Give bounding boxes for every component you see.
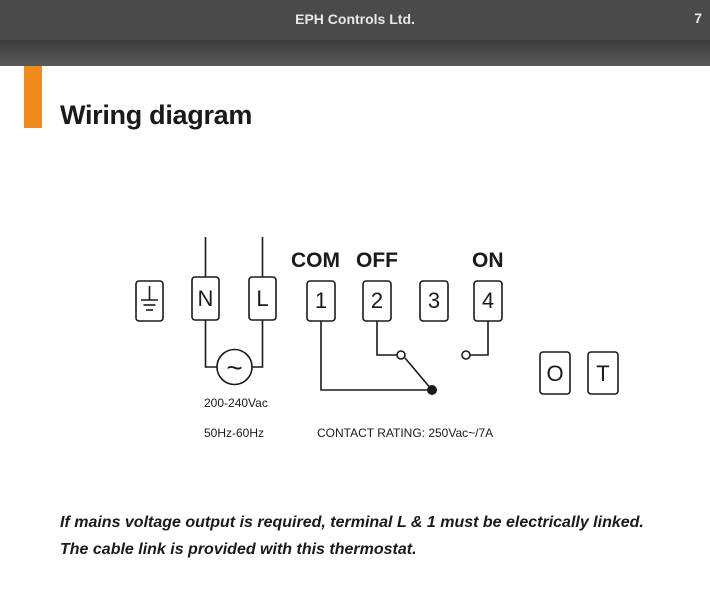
- terminal-t-label: T: [596, 361, 609, 386]
- header-band: [0, 40, 710, 66]
- section-accent-bar: [24, 66, 42, 128]
- terminal-t: [587, 351, 619, 395]
- wiring-note-line-2: The cable link is provided with this the…: [60, 541, 417, 558]
- switch-pivot: [427, 385, 437, 395]
- wire-n-to-supply: [204, 320, 217, 368]
- off-wire: [376, 321, 397, 356]
- section-title: Wiring diagram: [60, 100, 253, 130]
- terminal-1-label: 1: [315, 288, 327, 313]
- earth-terminal: [135, 280, 164, 322]
- terminal-l-label: L: [256, 286, 268, 311]
- terminal-4-label: 4: [482, 288, 494, 313]
- com-wire: [320, 321, 432, 391]
- label-on: ON: [472, 249, 504, 272]
- terminal-o-label: O: [546, 361, 563, 386]
- ac-supply-symbol: [216, 348, 253, 386]
- label-com: COM: [291, 249, 340, 272]
- header-bar: [0, 0, 710, 40]
- earth-icon: [141, 286, 158, 311]
- on-wire: [470, 321, 489, 356]
- off-contact: [396, 350, 406, 360]
- terminal-3-label: 3: [428, 288, 440, 313]
- voltage-label: 200-240Vac: [204, 396, 268, 410]
- terminal-o: [539, 351, 571, 395]
- switch-blade: [404, 357, 433, 391]
- label-off: OFF: [356, 249, 398, 272]
- terminal-n-label: N: [198, 286, 214, 311]
- ac-wave-symbol: ~: [226, 352, 242, 383]
- wire-l-to-supply: [252, 320, 264, 368]
- wiring-note: If mains voltage output is required, ter…: [60, 509, 700, 563]
- page-number: 7: [694, 10, 702, 26]
- terminal-2-label: 2: [371, 288, 383, 313]
- contact-rating-label: CONTACT RATING: 250Vac~/7A: [317, 426, 493, 440]
- company-name: EPH Controls Ltd.: [295, 11, 415, 27]
- terminal-3: [419, 280, 449, 322]
- frequency-label: 50Hz-60Hz: [204, 426, 264, 440]
- on-contact: [461, 350, 471, 360]
- wiring-note-line-1: If mains voltage output is required, ter…: [60, 514, 644, 531]
